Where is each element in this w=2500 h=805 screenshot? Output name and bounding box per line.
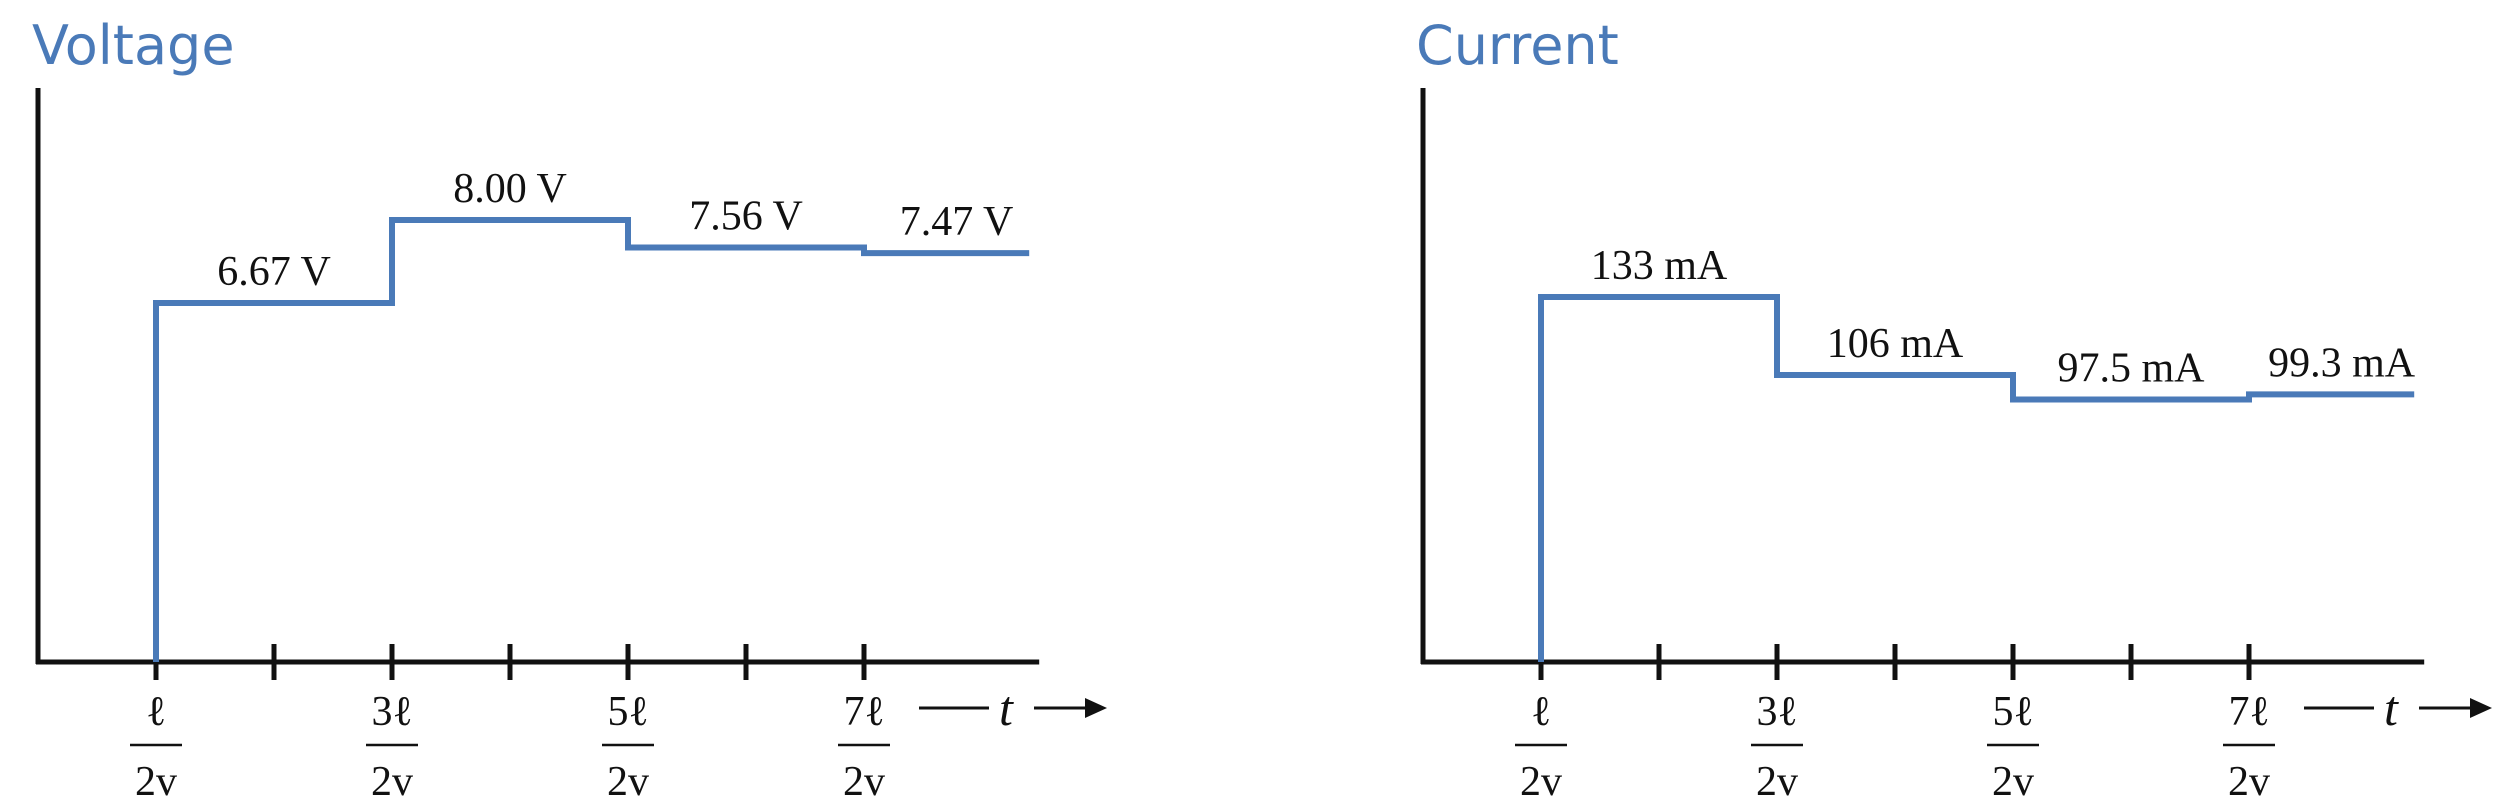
x-tick-label-denominator: 2v <box>371 759 413 805</box>
segment-value-label: 6.67 V <box>217 249 331 295</box>
x-tick-label-numerator: ℓ <box>1531 689 1551 735</box>
x-tick-label-denominator: 2v <box>135 759 177 805</box>
x-axis-label: t <box>2384 680 2399 736</box>
x-tick-label-denominator: 2v <box>1520 759 1562 805</box>
x-tick-label-denominator: 2v <box>2228 759 2270 805</box>
current-title: Current <box>1416 14 1619 77</box>
voltage-title: Voltage <box>32 14 235 77</box>
x-tick-label-denominator: 2v <box>1756 759 1798 805</box>
x-tick-label-denominator: 2v <box>843 759 885 805</box>
voltage-chart: Voltage ℓ 2v 3ℓ 2v 5ℓ 2v 7ℓ 2v t 6.67 V 8.00 V 7.56 … <box>32 14 1107 805</box>
segment-value-label: 106 mA <box>1827 321 1964 367</box>
arrow-head-icon <box>1085 698 1107 718</box>
segment-value-label: 133 mA <box>1591 243 1728 289</box>
x-tick-label-numerator: 7ℓ <box>2228 689 2269 735</box>
segment-value-label: 7.56 V <box>689 193 803 239</box>
x-tick-label-numerator: 7ℓ <box>843 689 884 735</box>
segment-value-label: 97.5 mA <box>2058 346 2206 392</box>
x-tick-label-numerator: 3ℓ <box>371 689 412 735</box>
segment-value-label: 7.47 V <box>900 199 1014 245</box>
segment-value-label: 8.00 V <box>453 166 567 212</box>
x-tick-label-numerator: 5ℓ <box>607 689 648 735</box>
x-tick-label-denominator: 2v <box>607 759 649 805</box>
x-tick-label-denominator: 2v <box>1992 759 2034 805</box>
step-series-line <box>1538 294 2415 662</box>
segment-value-label: 99.3 mA <box>2268 340 2416 386</box>
x-axis-label: t <box>999 680 1014 736</box>
arrow-head-icon <box>2470 698 2492 718</box>
x-tick-label-numerator: 5ℓ <box>1992 689 2033 735</box>
current-chart: Current ℓ 2v 3ℓ 2v 5ℓ 2v 7ℓ 2v t 133 mA 106 mA 97.5 … <box>1416 14 2492 805</box>
step-series-line <box>153 217 1030 662</box>
x-tick-label-numerator: 3ℓ <box>1756 689 1797 735</box>
x-tick-label-numerator: ℓ <box>146 689 166 735</box>
